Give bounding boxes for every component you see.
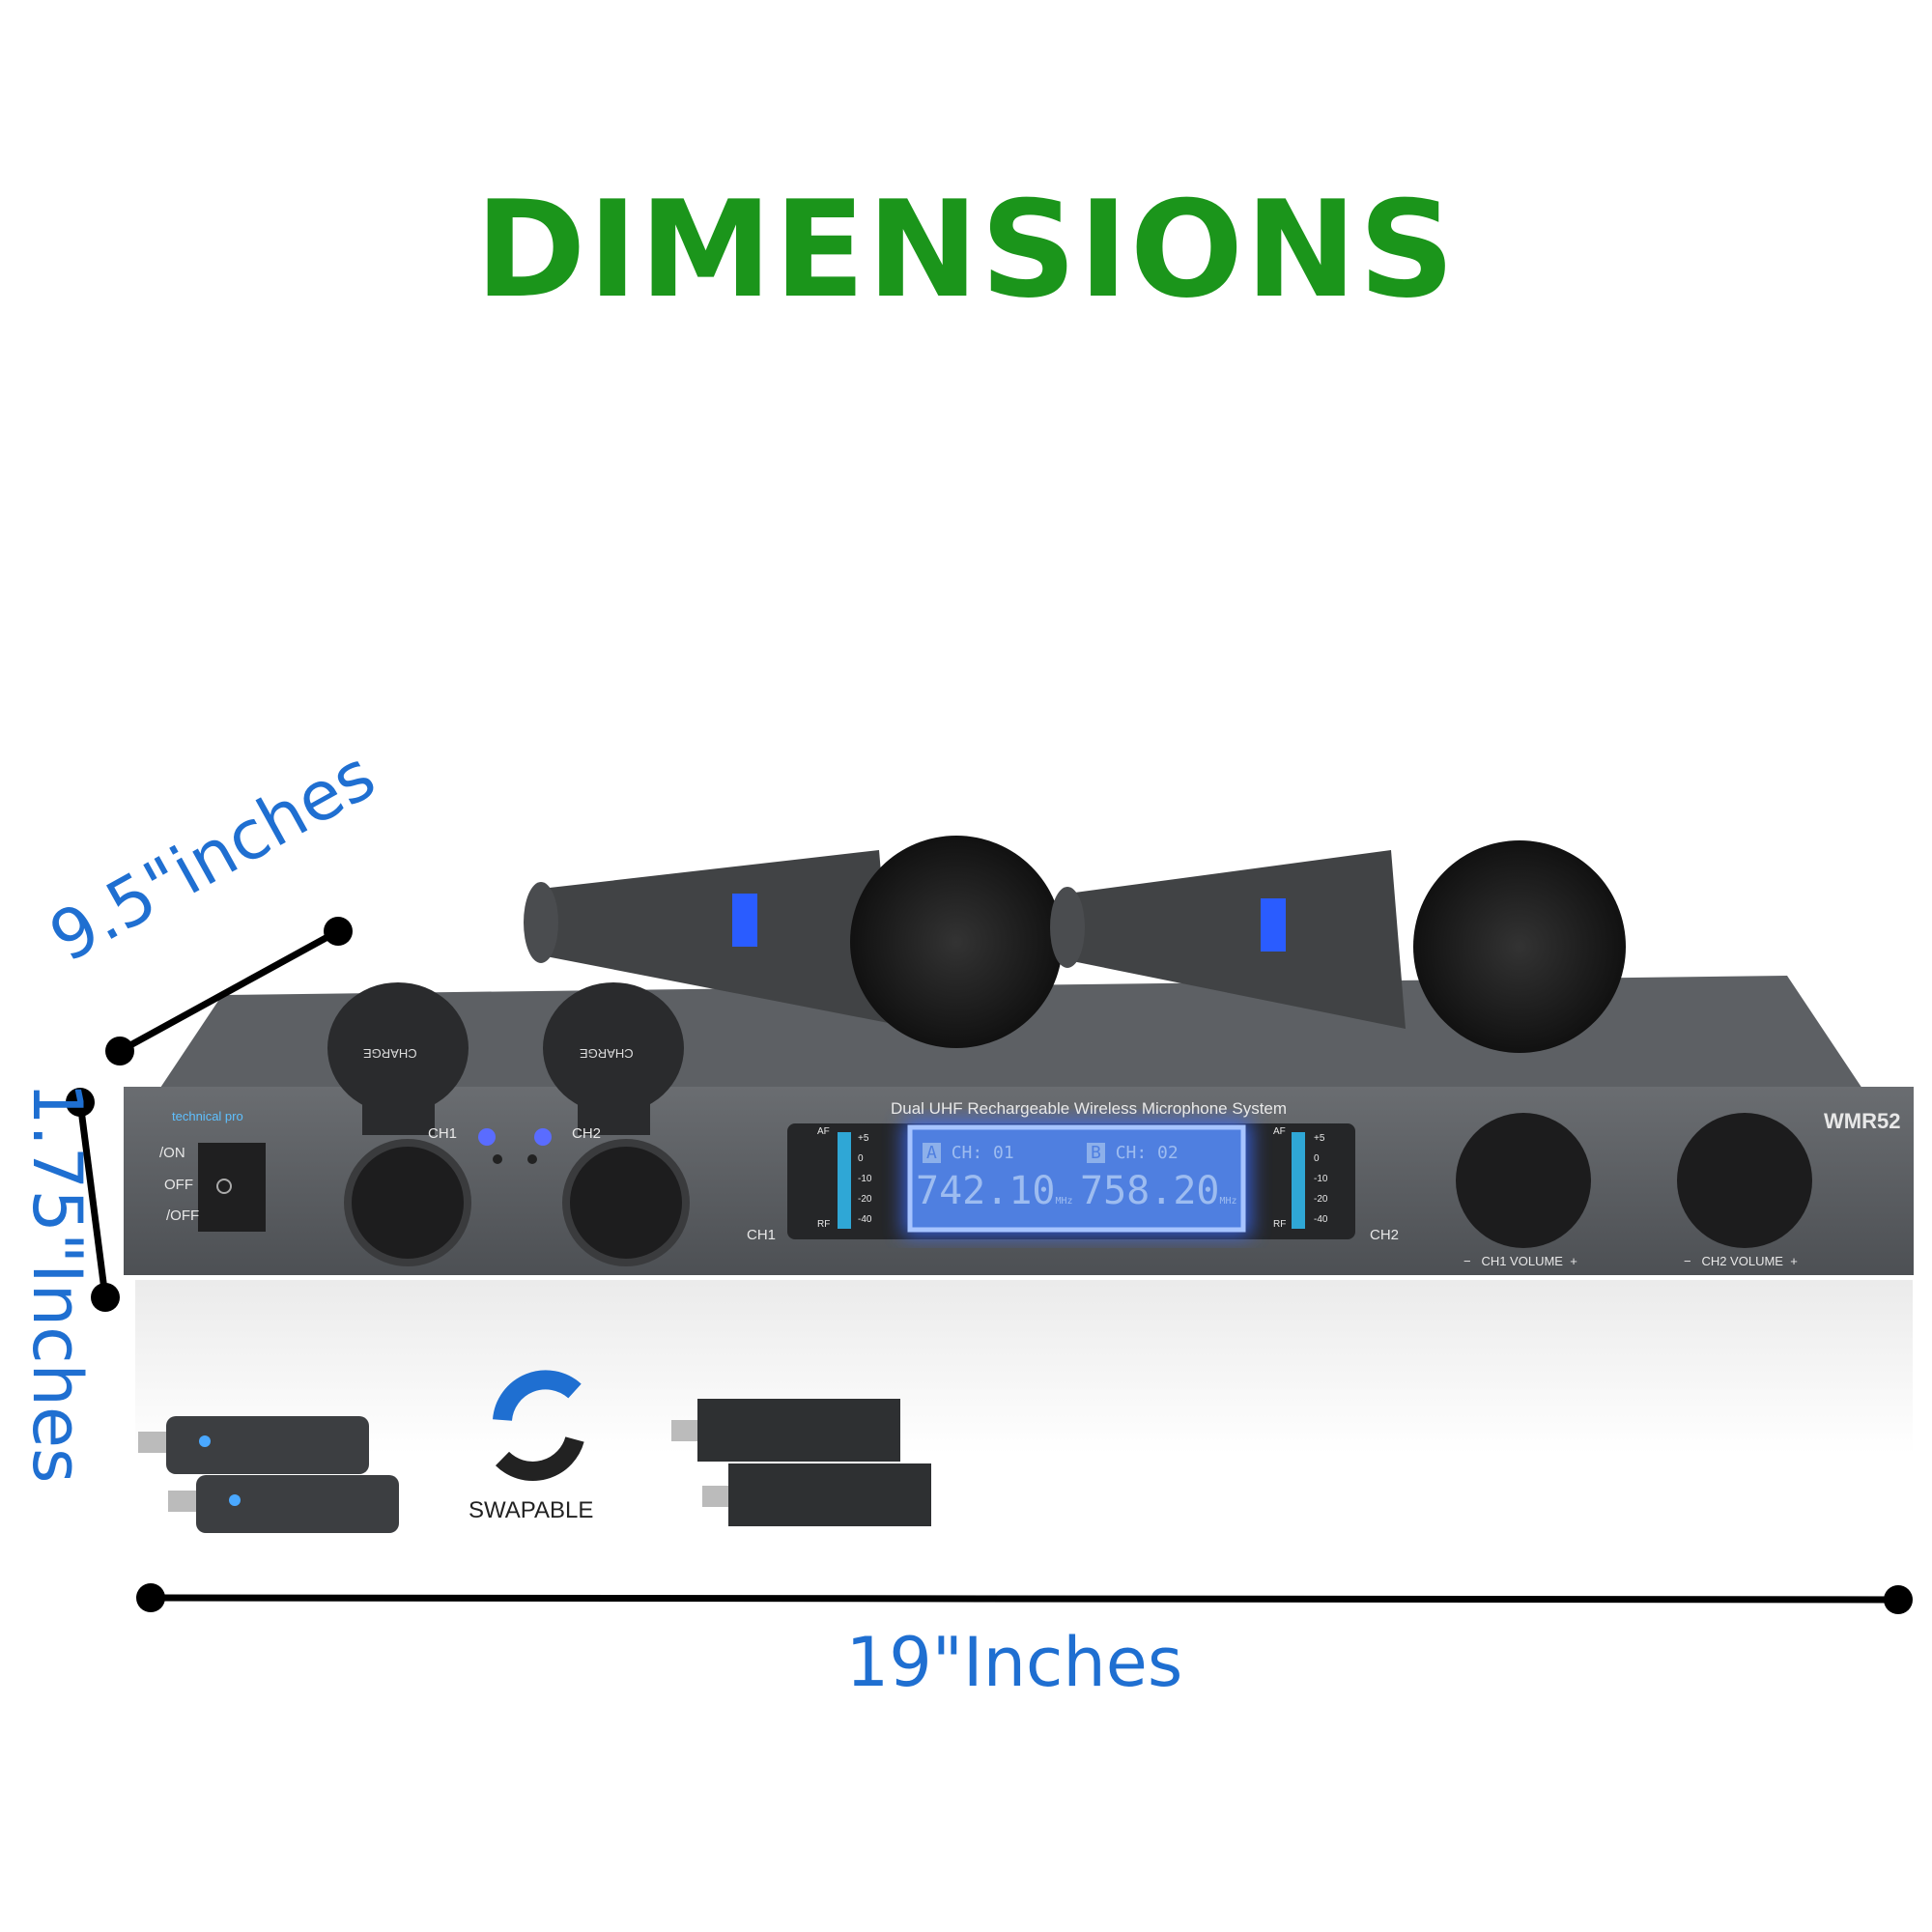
meter-af-label: AF: [817, 1126, 830, 1137]
depth-line: [105, 917, 353, 1065]
height-dimension-label: 1.75"Inches: [17, 1082, 97, 1484]
charge-cap-2: [543, 982, 684, 1135]
charge-label-1: CHARGE: [363, 1046, 417, 1061]
switch-label-on: /ON: [159, 1145, 185, 1161]
height-line: [66, 1088, 120, 1312]
ch1-volume-knob: [1456, 1113, 1591, 1248]
swapable-label: SWAPABLE: [469, 1497, 594, 1523]
usb-battery-2: [168, 1475, 399, 1533]
charge-socket-2: [562, 1139, 690, 1266]
ch1-label: CH1: [428, 1125, 458, 1142]
battery-holder-2: [702, 1463, 931, 1526]
power-switch: [198, 1143, 266, 1232]
ch2-label: CH2: [572, 1125, 602, 1142]
display-ch2-label: CH2: [1370, 1227, 1400, 1243]
brand-logo: technical pro: [172, 1109, 243, 1123]
meter2-rf-label: RF: [1273, 1219, 1287, 1230]
system-name: Dual UHF Rechargeable Wireless Microphon…: [891, 1099, 1288, 1118]
switch-label-charge-off: /OFF: [166, 1208, 200, 1224]
swap-icon: [493, 1370, 584, 1481]
lcd-b: B CH: 02: [1087, 1143, 1179, 1163]
led-ch1: [478, 1128, 496, 1146]
meter2-af-label: AF: [1273, 1126, 1286, 1137]
microphone-1: [524, 836, 1063, 1048]
charge-label-2: CHARGE: [580, 1046, 634, 1061]
battery-holder-1: [671, 1399, 900, 1462]
microphone-2: [1050, 840, 1626, 1053]
meter-rf-label: RF: [817, 1219, 831, 1230]
lcd-freq-b: 758.20MHz: [1080, 1169, 1237, 1213]
meter-ch1: [838, 1132, 851, 1229]
switch-label-off: OFF: [164, 1177, 193, 1193]
charge-socket-1: [344, 1139, 471, 1266]
ch2-volume-label: − CH2 VOLUME +: [1684, 1254, 1798, 1268]
display-ch1-label: CH1: [747, 1227, 777, 1243]
model-label: WMR52: [1824, 1109, 1901, 1133]
page-title: DIMENSIONS: [475, 172, 1457, 327]
lcd-screen: [907, 1124, 1246, 1233]
usb-battery-1: [138, 1416, 369, 1474]
width-line: [136, 1583, 1913, 1614]
meter-ch2: [1292, 1132, 1305, 1229]
led-ch2: [534, 1128, 552, 1146]
ch2-volume-knob: [1677, 1113, 1812, 1248]
lcd-a: A CH: 01: [923, 1143, 1014, 1163]
ch1-volume-label: − CH1 VOLUME +: [1463, 1254, 1577, 1268]
reflection: [135, 1280, 1913, 1454]
width-dimension-label: 19"Inches: [845, 1623, 1183, 1702]
lcd-freq-a: 742.10MHz: [916, 1169, 1073, 1213]
charge-cap-1: [327, 982, 469, 1135]
